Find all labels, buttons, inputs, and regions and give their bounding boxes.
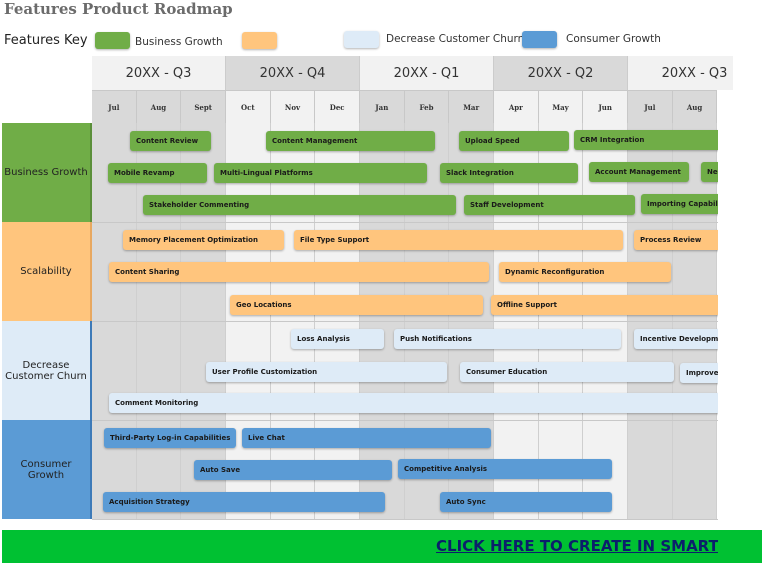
feature-bar[interactable]: Content Review — [130, 131, 211, 151]
feature-bar[interactable]: Improved — [680, 363, 718, 383]
feature-bar[interactable]: Live Chat — [242, 428, 491, 448]
month-header: Jun — [583, 90, 629, 123]
month-header: Jul — [628, 90, 673, 123]
feature-bar[interactable]: Acquisition Strategy — [103, 492, 385, 512]
features-key-label: Features Key — [4, 33, 88, 48]
feature-bar[interactable]: Auto Save — [194, 460, 392, 480]
month-header: Feb — [404, 90, 450, 123]
month-header: May — [538, 90, 584, 123]
feature-bar[interactable]: Content Management — [266, 131, 435, 151]
feature-bar[interactable]: Consumer Education — [460, 362, 674, 382]
feature-bar[interactable]: Importing Capabilities — [641, 194, 718, 214]
cta-banner[interactable] — [2, 530, 762, 563]
create-in-smartsheet-link[interactable]: CLICK HERE TO CREATE IN SMARTSHEET — [436, 537, 718, 555]
feature-bar[interactable]: Third-Party Log-in Capabilities — [104, 428, 236, 448]
month-header: Mar — [449, 90, 495, 123]
key-swatch-consumer-growth — [522, 31, 557, 48]
quarter-header: 20XX - Q2 — [494, 56, 628, 90]
feature-bar[interactable]: New — [701, 162, 718, 182]
feature-bar[interactable]: Offline Support — [491, 295, 718, 315]
feature-bar[interactable]: Stakeholder Commenting — [143, 195, 456, 215]
feature-bar[interactable]: Slack Integration — [440, 163, 578, 183]
lane-consumer-growth: Consumer Growth — [2, 420, 92, 519]
feature-bar[interactable]: Competitive Analysis — [398, 459, 612, 479]
lane-decrease-churn: Decrease Customer Churn — [2, 321, 92, 420]
feature-bar[interactable]: Upload Speed — [459, 131, 569, 151]
key-label-decrease-churn: Decrease Customer Churn — [386, 33, 525, 45]
lane-business-growth: Business Growth — [2, 123, 92, 222]
feature-bar[interactable]: Comment Monitoring — [109, 393, 718, 413]
key-swatch-scalability — [242, 32, 277, 49]
feature-bar[interactable]: Process Review — [634, 230, 718, 250]
quarter-header: 20XX - Q1 — [360, 56, 494, 90]
feature-bar[interactable]: Memory Placement Optimization — [123, 230, 284, 250]
feature-bar[interactable]: Content Sharing — [109, 262, 489, 282]
month-header: Apr — [494, 90, 539, 123]
month-header: Sept — [181, 90, 226, 123]
month-header: Jan — [360, 90, 405, 123]
month-header: Aug — [136, 90, 182, 123]
feature-bar[interactable]: Geo Locations — [230, 295, 483, 315]
month-header: Nov — [270, 90, 316, 123]
month-header: Dec — [315, 90, 360, 123]
quarter-header: 20XX - Q4 — [226, 56, 360, 90]
feature-bar[interactable]: Account Management — [589, 162, 689, 182]
feature-bar[interactable]: Dynamic Reconfiguration — [499, 262, 671, 282]
feature-bar[interactable]: Staff Development — [464, 195, 635, 215]
month-header: Aug — [672, 90, 718, 123]
feature-bar[interactable]: Auto Sync — [440, 492, 612, 512]
feature-bar[interactable]: File Type Support — [294, 230, 623, 250]
feature-bar[interactable]: Loss Analysis — [291, 329, 384, 349]
feature-bar[interactable]: Multi-Lingual Platforms — [214, 163, 427, 183]
key-swatch-business-growth — [95, 32, 130, 49]
quarter-header: 20XX - Q3 — [92, 56, 226, 90]
key-label-business-growth: Business Growth — [135, 36, 223, 48]
lane-scalability: Scalability — [2, 222, 92, 321]
month-header: Jul — [92, 90, 137, 123]
month-header: Oct — [226, 90, 271, 123]
key-swatch-decrease-churn — [344, 31, 379, 48]
feature-bar[interactable]: Push Notifications — [394, 329, 621, 349]
key-label-consumer-growth: Consumer Growth — [566, 33, 661, 45]
feature-bar[interactable]: CRM Integration — [574, 130, 718, 150]
feature-bar[interactable]: User Profile Customization — [206, 362, 447, 382]
feature-bar[interactable]: Incentive Development — [634, 329, 718, 349]
quarter-header: 20XX - Q3 — [628, 56, 733, 90]
feature-bar[interactable]: Mobile Revamp — [108, 163, 207, 183]
page-title: Features Product Roadmap — [4, 0, 233, 18]
